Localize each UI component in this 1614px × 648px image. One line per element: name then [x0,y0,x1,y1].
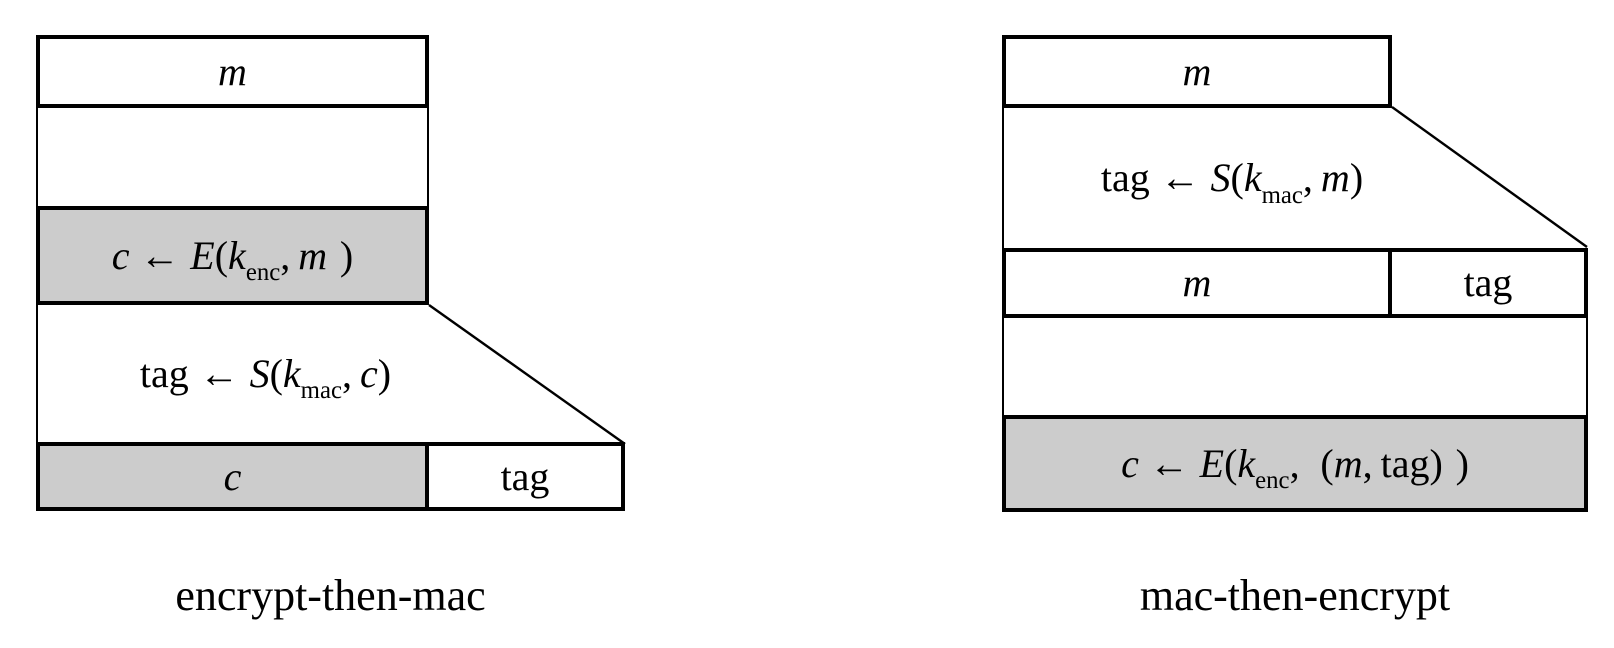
open-paren: ( [269,350,283,396]
formula-function: E [190,232,215,278]
close-paren: ) [1455,440,1469,486]
comma: , [341,350,352,396]
formula-key: k [282,350,301,396]
tuple-second: tag [1380,440,1430,486]
comma: , [280,232,291,278]
formula-result: tag [1100,155,1150,200]
tuple-comma: , [1362,440,1373,486]
right-intermediate-tag-cell: tag [1392,248,1588,318]
left-output-ciphertext-cell: c [36,442,429,511]
assign-arrow: ← [139,232,180,278]
formula-argument: m [298,232,328,278]
close-paren: ) [339,232,354,278]
formula-function: S [1210,155,1231,200]
left-encrypt-formula: c←E(kenc,m) [111,232,354,285]
right-encrypt-formula: c←E(kenc,(m,tag)) [1121,440,1469,493]
formula-function: S [249,350,270,396]
left-encrypt-step-box: c←E(kenc,m) [36,206,429,305]
open-paren: ( [214,232,229,278]
comma: , [1302,155,1313,200]
right-encrypt-step-box: c←E(kenc,(m,tag)) [1002,415,1588,512]
key-subscript: enc [1255,467,1290,495]
formula-key: k [228,232,246,278]
formula-key: k [1237,440,1256,486]
key-subscript: mac [1261,181,1303,209]
message-label: m [1182,48,1212,94]
open-paren: ( [1224,440,1238,486]
assign-arrow: ← [1149,440,1190,486]
left-output-tag-cell: tag [429,442,625,511]
message-label: m [1182,260,1212,305]
close-paren: ) [1349,155,1364,200]
tag-label: tag [500,453,550,499]
formula-argument: c [359,350,378,396]
formula-result: c [111,232,130,278]
comma: , [1289,440,1300,486]
right-caption: mac-then-encrypt [1139,571,1451,620]
formula-function: E [1199,440,1225,486]
right-message-box: m [1002,35,1392,108]
tuple-open-paren: ( [1320,440,1334,486]
left-mac-step-region: tag←S(kmac,c) [36,305,429,442]
assign-arrow: ← [1160,155,1201,200]
tuple-first: m [1333,440,1363,486]
left-mac-formula: tag←S(kmac,c) [139,350,392,403]
assign-arrow: ← [199,350,240,396]
right-gap-region [1002,318,1588,415]
close-paren: ) [377,350,392,396]
left-diagonal-line [428,304,626,445]
tuple-close-paren: ) [1429,440,1443,486]
right-intermediate-message-cell: m [1002,248,1392,318]
key-subscript: mac [300,377,342,405]
right-mac-step-region: tag←S(kmac,m) [1002,108,1426,248]
left-caption: encrypt-then-mac [175,571,486,620]
formula-argument: m [1320,155,1350,200]
tag-label: tag [1463,260,1513,305]
left-message-box: m [36,35,429,108]
open-paren: ( [1230,155,1244,200]
formula-key: k [1243,155,1262,200]
left-gap-region [36,108,429,206]
formula-result: c [1121,440,1139,486]
ciphertext-label: c [223,453,242,499]
right-mac-formula: tag←S(kmac,m) [1100,155,1364,208]
formula-result: tag [139,350,189,396]
message-label: m [218,48,247,94]
key-subscript: enc [245,259,281,287]
